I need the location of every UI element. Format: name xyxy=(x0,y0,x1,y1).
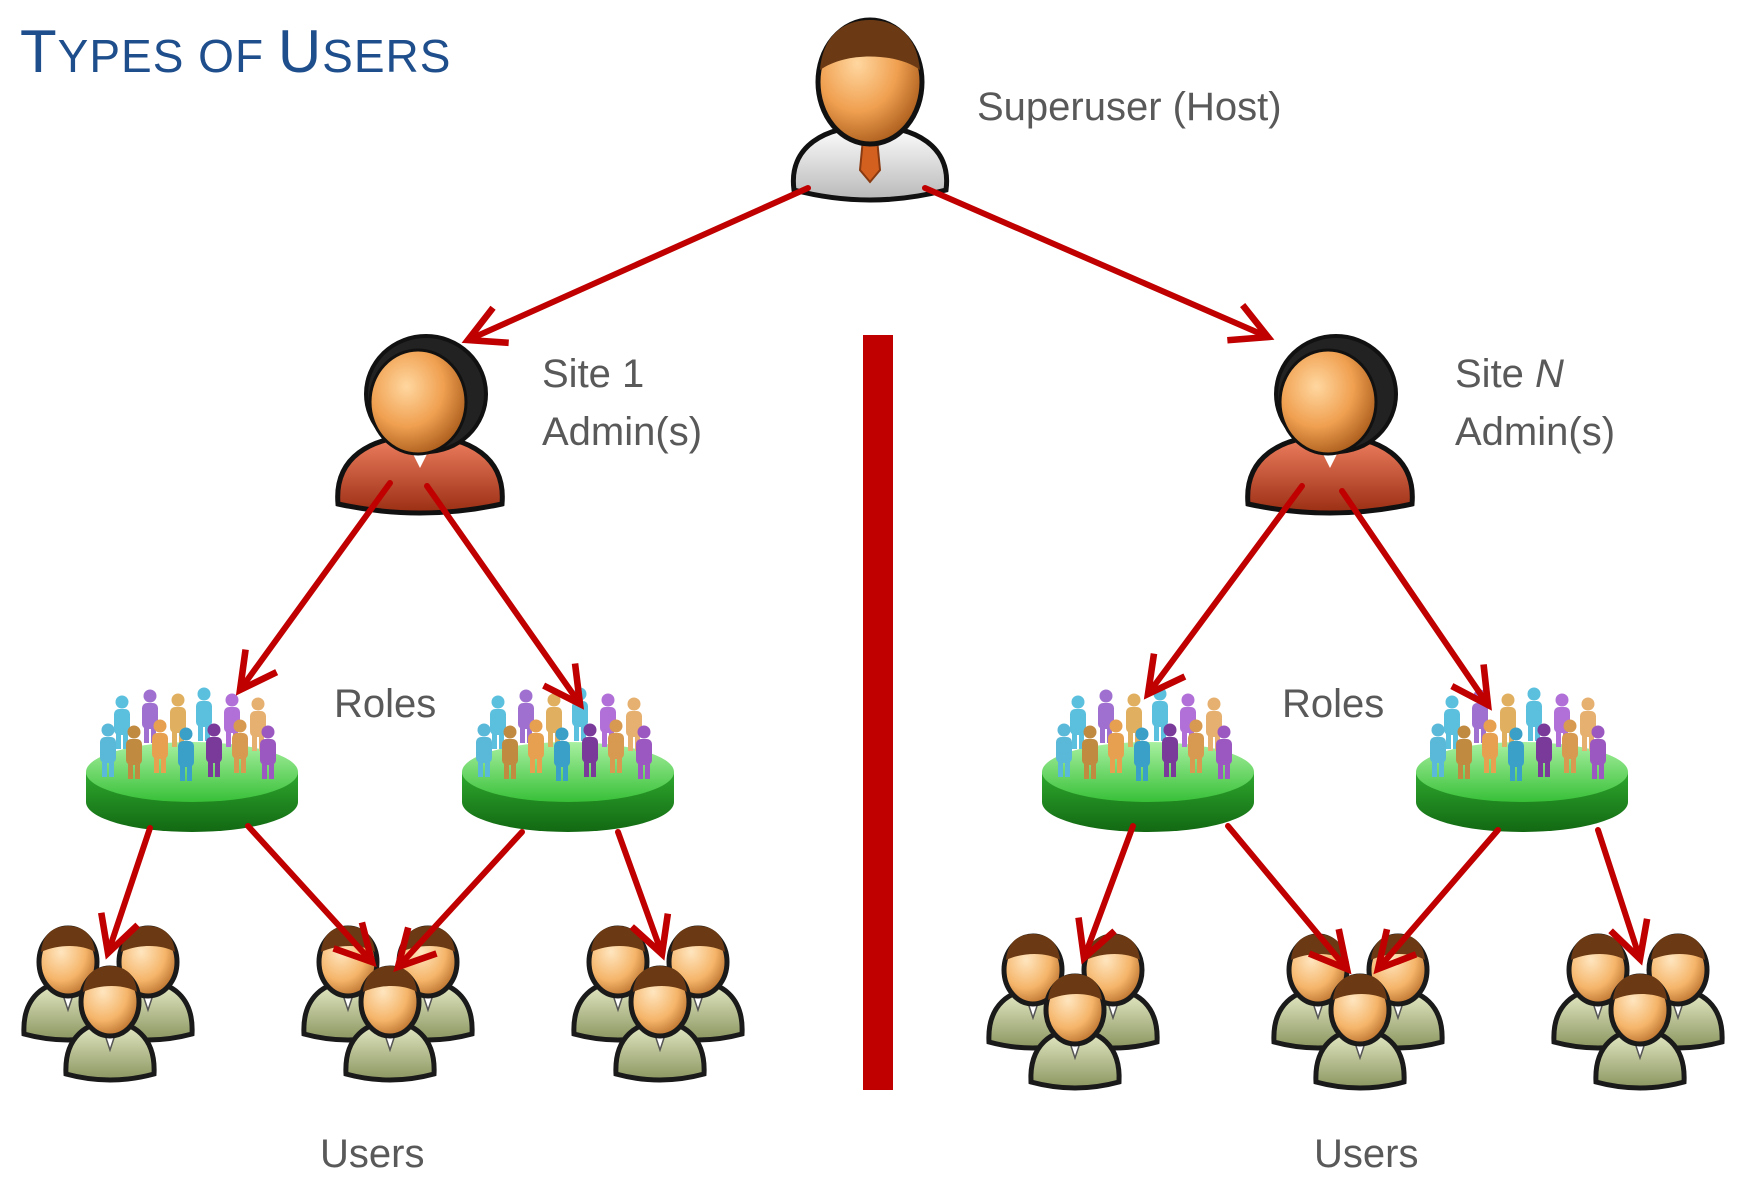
arrow xyxy=(1143,483,1305,700)
superuser-label: Superuser (Host) xyxy=(977,85,1282,129)
arrow xyxy=(1595,827,1651,966)
siten-admin-label: Site N Admin(s) xyxy=(1455,352,1616,454)
site1-admin-label: Site 1 Admin(s) xyxy=(542,352,703,454)
roles-label: Roles xyxy=(334,682,437,726)
arrow xyxy=(1339,488,1492,711)
arrow xyxy=(615,829,672,961)
arrow xyxy=(1225,823,1352,975)
arrow xyxy=(922,185,1275,344)
center-divider xyxy=(863,335,893,1090)
roles-label: Roles xyxy=(1282,682,1385,726)
arrow xyxy=(1373,827,1501,975)
arrow xyxy=(461,185,811,347)
arrow xyxy=(424,483,585,710)
arrow xyxy=(98,825,153,960)
site1-admin-icon xyxy=(338,336,503,513)
role-group-icon xyxy=(462,688,674,833)
page-title: TYPES OF USERS xyxy=(20,18,452,85)
arrow xyxy=(1075,823,1136,965)
user-group-icon xyxy=(989,934,1157,1088)
role-group-icon xyxy=(1416,688,1628,833)
role-group-icon xyxy=(1042,688,1254,833)
role-group-icon xyxy=(86,688,298,833)
arrow xyxy=(245,823,377,968)
user-group-icon xyxy=(304,926,472,1080)
user-group-icon xyxy=(1274,934,1442,1088)
users-label: Users xyxy=(1314,1132,1419,1176)
arrow xyxy=(235,480,393,696)
siten-admin-icon xyxy=(1248,336,1413,513)
superuser-icon xyxy=(793,20,946,200)
arrow xyxy=(393,829,525,973)
users-label: Users xyxy=(320,1132,425,1176)
